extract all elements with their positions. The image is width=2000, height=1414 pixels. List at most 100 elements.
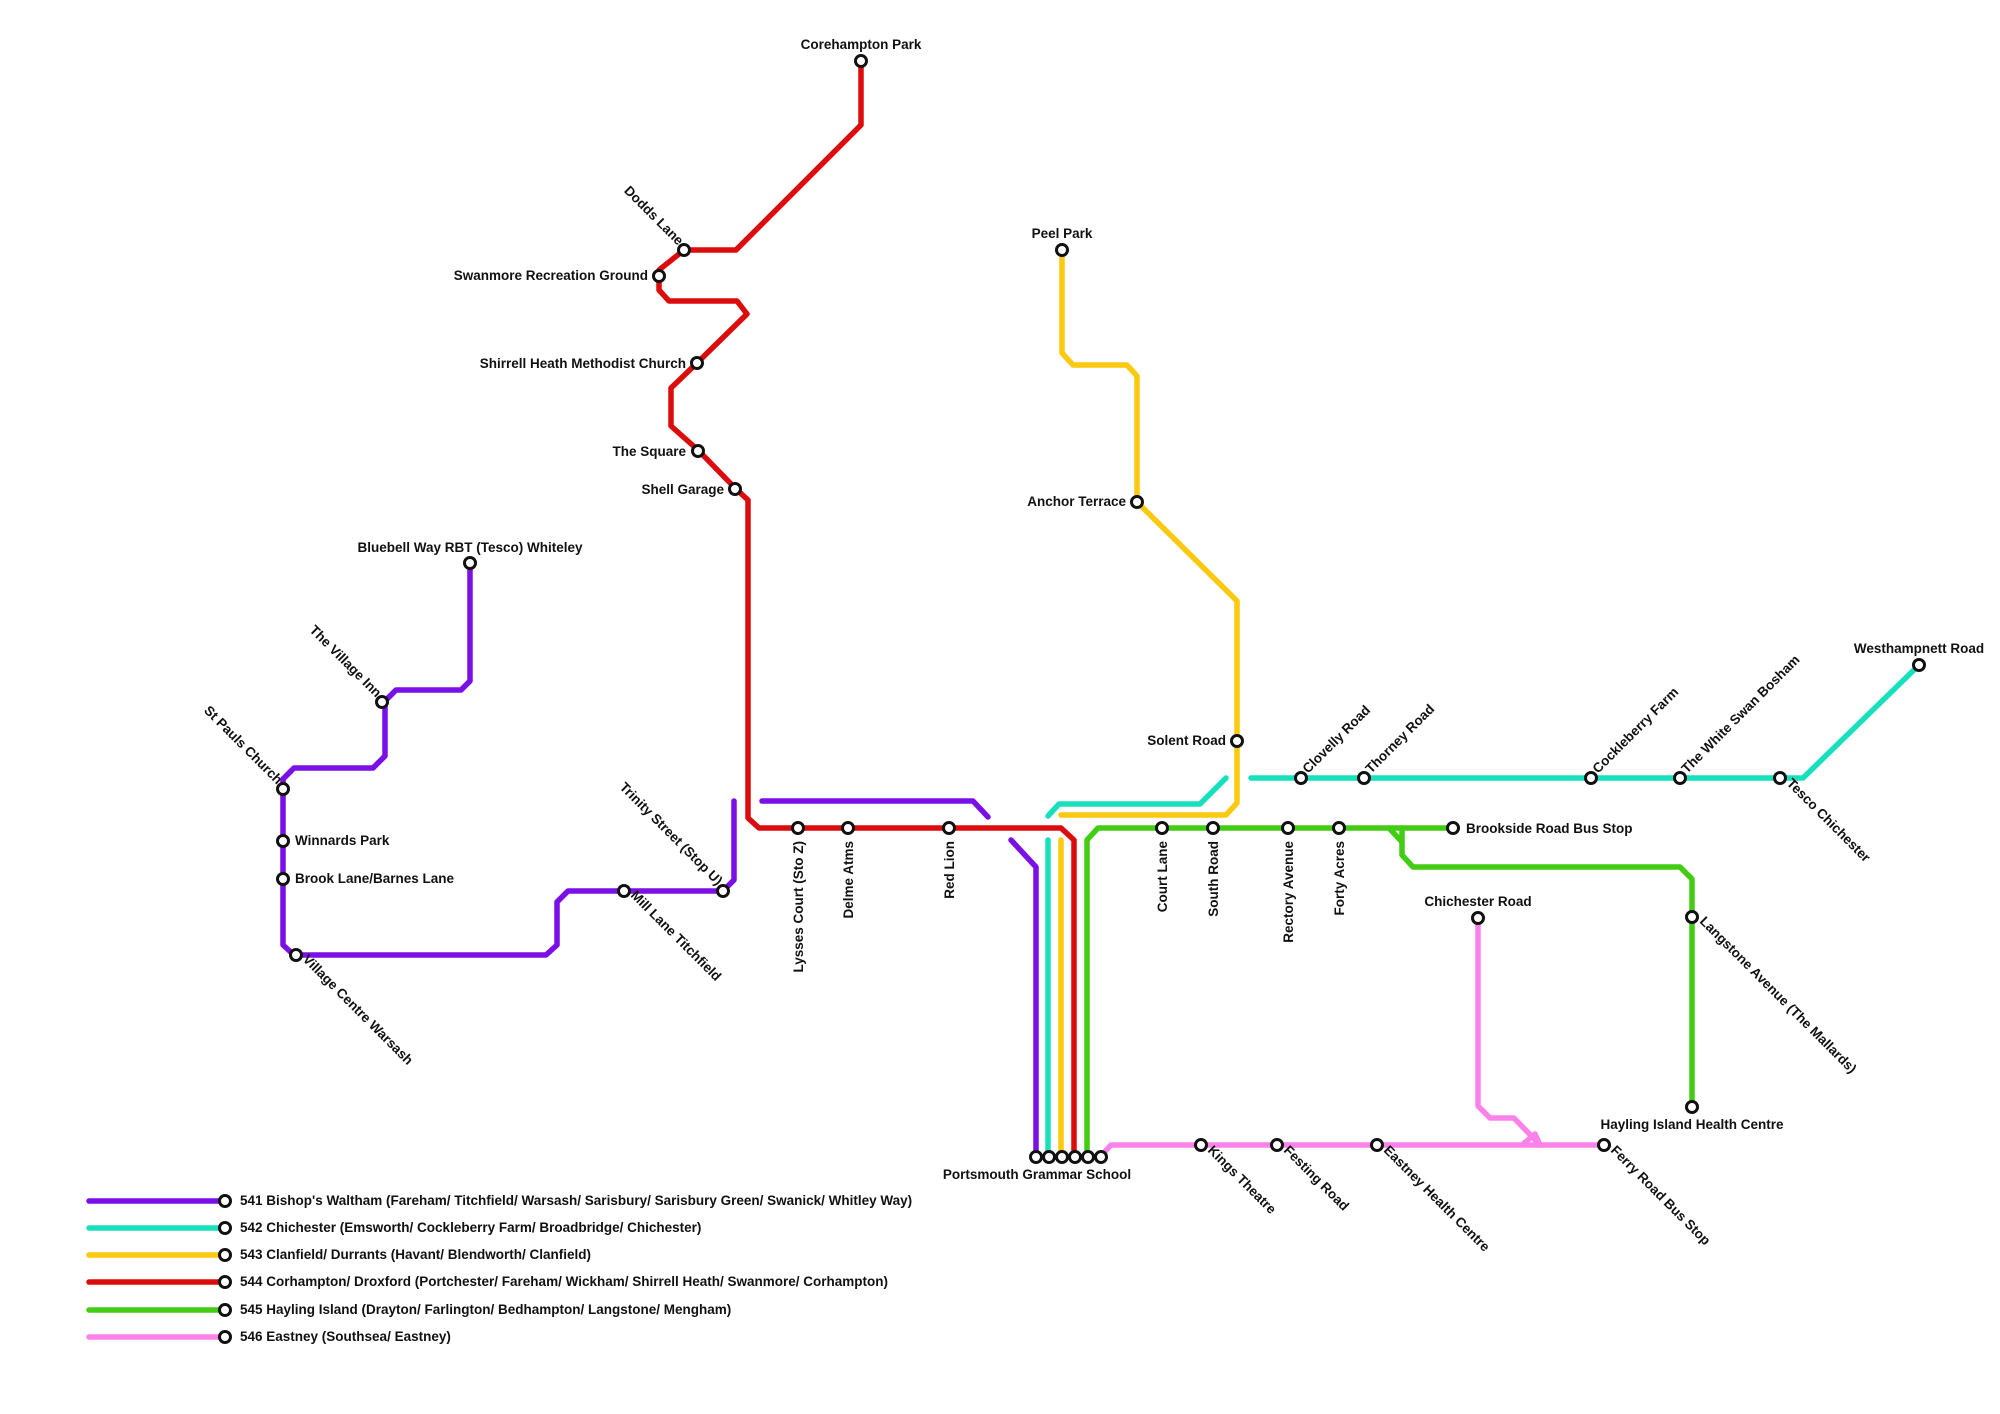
route-545-path-branch: [1386, 825, 1695, 1110]
legend-item-544: 544 Corhampton/ Droxford (Portchester/ F…: [86, 1274, 888, 1289]
stop-village-inn-label: The Village Inn: [307, 622, 385, 700]
stop-festing-road-label: Festing Road: [1281, 1143, 1352, 1214]
stop-brook-lane-marker[interactable]: [276, 872, 290, 886]
stop-lysses-court-marker[interactable]: [791, 821, 805, 835]
stop-cockleberry-farm-marker[interactable]: [1584, 771, 1598, 785]
stop-peel-park-label: Peel Park: [1032, 226, 1093, 241]
stop-kings-theatre-marker[interactable]: [1194, 1138, 1208, 1152]
stop-bluebell-way-label: Bluebell Way RBT (Tesco) Whiteley: [357, 540, 583, 555]
stop-village-centre-warsash-marker[interactable]: [289, 948, 303, 962]
stop-swanmore-recreation-ground-marker[interactable]: [652, 269, 666, 283]
stop-hayling-island-label: Hayling Island Health Centre: [1600, 1117, 1784, 1132]
stop-dodds-lane-marker[interactable]: [677, 243, 691, 257]
stop-anchor-terrace-marker[interactable]: [1130, 495, 1144, 509]
stop-court-lane-marker[interactable]: [1155, 821, 1169, 835]
stop-eastney-health-marker[interactable]: [1370, 1138, 1384, 1152]
stop-mill-lane-label: Mill Lane Titchfield: [628, 888, 724, 984]
stop-langstone-avenue-marker[interactable]: [1685, 910, 1699, 924]
stop-shell-garage-label: Shell Garage: [641, 482, 724, 497]
route-542-path-branch: [1045, 775, 1229, 819]
stop-portsmouth-grammar-marker[interactable]: [1029, 1150, 1108, 1164]
stop-mill-lane-marker[interactable]: [617, 884, 631, 898]
terminus-dot-543: [1055, 1150, 1069, 1164]
route-543-line: [1058, 247, 1240, 1160]
stop-rectory-avenue-label: Rectory Avenue: [1281, 841, 1296, 943]
legend-item-541: 541 Bishop's Waltham (Fareham/ Titchfiel…: [86, 1193, 912, 1208]
legend-dot-543: [218, 1248, 232, 1262]
stop-dodds-lane-label: Dodds Lane: [621, 183, 687, 249]
route-541-path-east: [759, 798, 991, 820]
stop-the-square-marker[interactable]: [691, 444, 705, 458]
stop-cockleberry-farm-label: Cockleberry Farm: [1590, 684, 1682, 776]
stop-shirrell-heath-label: Shirrell Heath Methodist Church: [480, 356, 686, 371]
legend-item-542: 542 Chichester (Emsworth/ Cockleberry Fa…: [86, 1220, 701, 1235]
route-541-path-west: [280, 560, 737, 958]
stop-ferry-road-label: Ferry Road Bus Stop: [1608, 1143, 1714, 1249]
legend-dot-541: [218, 1194, 232, 1208]
stop-trinity-street-marker[interactable]: [716, 884, 730, 898]
legend-label-543: 543 Clanfield/ Durrants (Havant/ Blendwo…: [240, 1247, 591, 1262]
route-546-path-main: [1097, 1142, 1609, 1160]
stop-brookside-road-marker[interactable]: [1446, 821, 1460, 835]
stop-solent-road-marker[interactable]: [1230, 734, 1244, 748]
legend: 541 Bishop's Waltham (Fareham/ Titchfiel…: [86, 1193, 912, 1344]
route-542-path-east: [1248, 662, 1922, 781]
stop-south-road-label: South Road: [1206, 841, 1221, 917]
stop-brookside-road-label: Brookside Road Bus Stop: [1466, 821, 1633, 836]
stop-thorney-road-marker[interactable]: [1357, 771, 1371, 785]
route-546-path-branch: [1475, 915, 1543, 1148]
stop-shell-garage-marker[interactable]: [728, 482, 742, 496]
stop-kings-theatre-label: Kings Theatre: [1205, 1143, 1280, 1218]
legend-dot-545: [218, 1303, 232, 1317]
terminus-dot-541: [1029, 1150, 1043, 1164]
route-545-path-main: [1084, 825, 1453, 1160]
stop-st-pauls-marker[interactable]: [276, 782, 290, 796]
stop-bluebell-way-marker[interactable]: [463, 556, 477, 570]
terminus-dot-544: [1068, 1150, 1082, 1164]
stop-hayling-island-marker[interactable]: [1685, 1100, 1699, 1114]
stop-westhampnett-road-label: Westhampnett Road: [1854, 641, 1984, 656]
stop-winnards-park-marker[interactable]: [276, 834, 290, 848]
stop-corehampton-park-marker[interactable]: [854, 54, 868, 68]
stop-village-inn-marker[interactable]: [375, 695, 389, 709]
stop-ferry-road-marker[interactable]: [1597, 1138, 1611, 1152]
legend-label-542: 542 Chichester (Emsworth/ Cockleberry Fa…: [240, 1220, 701, 1235]
stop-westhampnett-road-marker[interactable]: [1912, 658, 1926, 672]
stop-brook-lane-label: Brook Lane/Barnes Lane: [295, 871, 455, 886]
stop-delme-atms-marker[interactable]: [841, 821, 855, 835]
stop-clovelly-road-marker[interactable]: [1294, 771, 1308, 785]
stop-anchor-terrace-label: Anchor Terrace: [1027, 494, 1126, 509]
stop-white-swan-marker[interactable]: [1673, 771, 1687, 785]
route-544-path: [656, 58, 1077, 1160]
stop-delme-atms-label: Delme Atms: [841, 841, 856, 919]
stop-tesco-chichester-label: Tesco Chichester: [1784, 776, 1874, 866]
stop-village-centre-warsash-label: Village Centre Warsash: [300, 952, 416, 1068]
stop-lysses-court-label: Lysses Court (Sto Z): [791, 841, 806, 973]
stop-white-swan-label: The White Swan Bosham: [1679, 652, 1803, 776]
stop-festing-road-marker[interactable]: [1270, 1138, 1284, 1152]
stop-forty-acres-marker[interactable]: [1332, 821, 1346, 835]
stop-trinity-street-label: Trinity Street (Stop U): [617, 779, 726, 888]
terminus-dot-542: [1042, 1150, 1056, 1164]
stop-langstone-avenue-label: Langstone Avenue (The Mallards): [1697, 914, 1860, 1077]
stop-chichester-road-marker[interactable]: [1471, 911, 1485, 925]
stop-the-square-label: The Square: [612, 444, 686, 459]
route-546-line: [1097, 915, 1609, 1160]
legend-item-545: 545 Hayling Island (Drayton/ Farlington/…: [86, 1302, 731, 1317]
stop-peel-park-marker[interactable]: [1055, 243, 1069, 257]
stop-south-road-marker[interactable]: [1206, 821, 1220, 835]
stop-eastney-health-label: Eastney Health Centre: [1381, 1143, 1493, 1255]
legend-label-545: 545 Hayling Island (Drayton/ Farlington/…: [240, 1302, 731, 1317]
route-541-path-south: [1008, 837, 1039, 1160]
stop-rectory-avenue-marker[interactable]: [1281, 821, 1295, 835]
stop-court-lane-label: Court Lane: [1155, 841, 1170, 913]
stop-tesco-chichester-marker[interactable]: [1773, 771, 1787, 785]
stop-winnards-park-label: Winnards Park: [295, 833, 390, 848]
stop-solent-road-label: Solent Road: [1147, 733, 1226, 748]
stop-forty-acres-label: Forty Acres: [1332, 841, 1347, 916]
stop-swanmore-recreation-ground-label: Swanmore Recreation Ground: [454, 268, 648, 283]
stop-red-lion-marker[interactable]: [942, 821, 956, 835]
stop-shirrell-heath-marker[interactable]: [690, 356, 704, 370]
stop-red-lion-label: Red Lion: [942, 841, 957, 899]
